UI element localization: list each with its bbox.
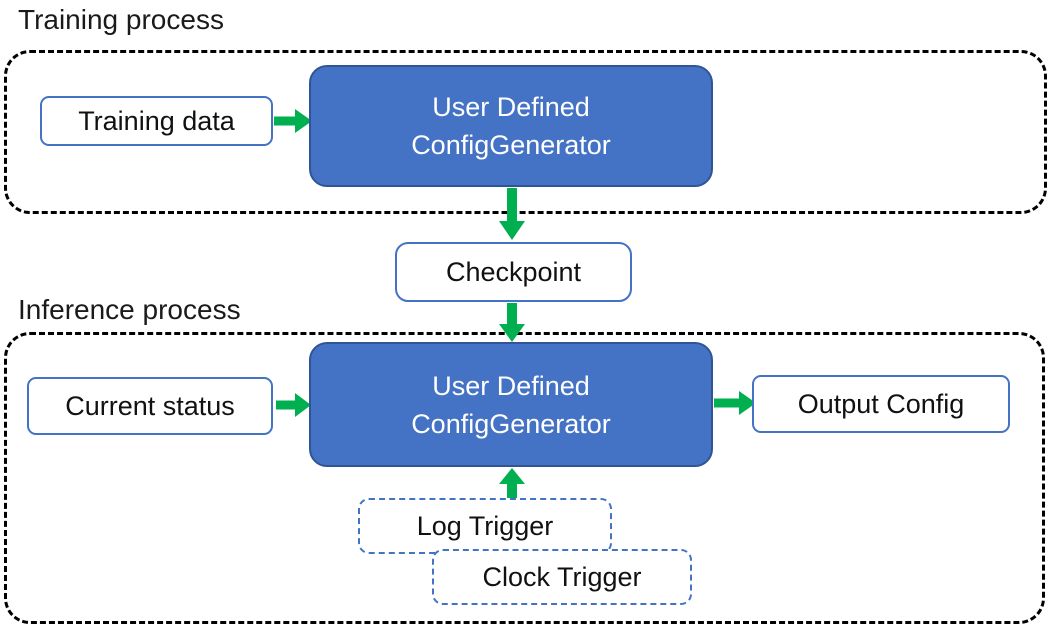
log-trigger-box: Log Trigger — [358, 498, 612, 554]
arrow-triggers-to-generator-icon — [499, 468, 525, 498]
arrow-checkpoint-to-inference-generator-icon — [499, 303, 525, 342]
training-config-generator-box: User Defined ConfigGenerator — [309, 65, 713, 187]
inference-process-container — [4, 332, 1045, 624]
training-data-box: Training data — [40, 96, 273, 146]
training-process-container — [4, 50, 1047, 214]
inference-config-generator-box: User Defined ConfigGenerator — [309, 342, 713, 467]
training-process-title: Training process — [18, 4, 224, 35]
clock-trigger-box: Clock Trigger — [432, 549, 692, 605]
arrow-generator-to-checkpoint-icon — [499, 188, 525, 240]
checkpoint-box: Checkpoint — [395, 242, 632, 302]
arrow-generator-to-output-config-icon — [714, 391, 756, 415]
arrow-current-status-to-generator-icon — [276, 393, 311, 417]
current-status-box: Current status — [27, 377, 273, 435]
inference-process-title: Inference process — [18, 294, 241, 325]
output-config-box: Output Config — [752, 375, 1010, 433]
arrow-training-data-to-generator-icon — [274, 109, 312, 133]
